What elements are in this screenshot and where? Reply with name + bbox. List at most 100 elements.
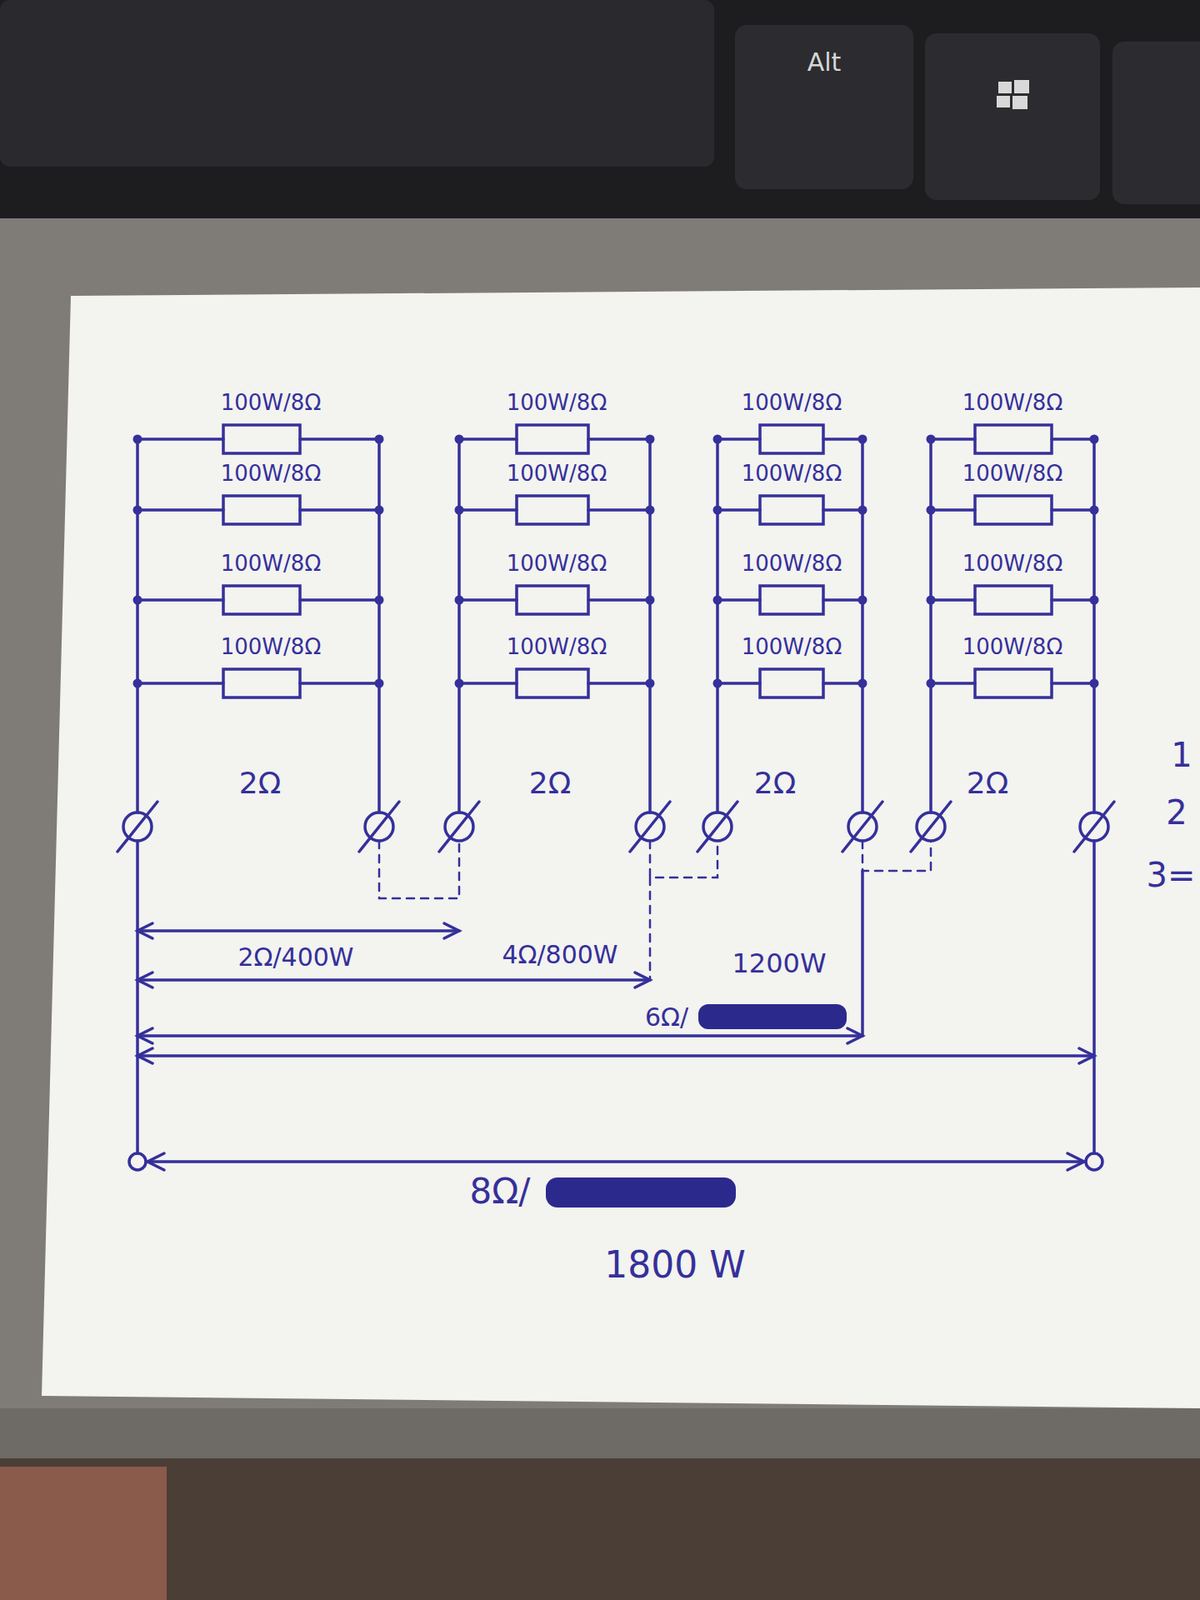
rail	[715, 439, 720, 813]
arrowhead	[137, 1028, 153, 1044]
resistor-label: 100W/8Ω	[739, 461, 845, 486]
wire	[300, 681, 380, 685]
wire	[717, 598, 760, 602]
resistor-label: 100W/8Ω	[504, 390, 610, 415]
wire	[823, 508, 863, 512]
wire	[459, 681, 517, 685]
rail	[929, 439, 933, 813]
resistor-symbol	[516, 585, 589, 615]
output-wire	[1092, 840, 1096, 1154]
junction-dot	[375, 435, 385, 445]
rating-label: 6Ω/	[642, 1003, 691, 1031]
wire	[823, 598, 863, 602]
junction-dot	[133, 595, 143, 605]
junction-dot	[926, 435, 936, 445]
keyboard-key	[1112, 41, 1200, 205]
wire	[300, 437, 380, 441]
windows-logo	[996, 80, 1030, 110]
paper-sheet	[41, 287, 1200, 1409]
junction-dot	[133, 679, 143, 689]
resistor-label: 100W/8Ω	[218, 461, 325, 486]
arrowhead	[1079, 1048, 1095, 1064]
wire	[1051, 508, 1095, 512]
junction-dot	[1090, 505, 1100, 515]
dashed-link	[379, 840, 460, 899]
junction-dot	[713, 595, 723, 605]
wire	[588, 508, 650, 512]
output-terminal	[1085, 1153, 1103, 1170]
bank-resistance: 2Ω	[964, 766, 1011, 800]
resistor-symbol	[760, 669, 824, 698]
resistor-label: 100W/8Ω	[960, 461, 1066, 486]
wire	[588, 437, 650, 441]
wire	[930, 437, 975, 441]
margin-number: 2	[1163, 794, 1190, 831]
rating-label: 4Ω/800W	[499, 940, 620, 969]
junction-dot	[713, 435, 723, 445]
resistor-label: 100W/8Ω	[218, 551, 325, 576]
keyboard-key	[0, 0, 715, 167]
dashed-link	[649, 877, 652, 980]
terminal-symbols	[117, 801, 1115, 852]
junction-dot	[713, 505, 723, 515]
dashed-link	[862, 840, 931, 871]
junction-dot	[1090, 435, 1100, 445]
rail	[457, 439, 461, 813]
circuit	[117, 425, 1115, 1170]
resistor-symbol	[223, 495, 300, 525]
arrowhead	[147, 1153, 165, 1170]
keyboard	[0, 0, 1200, 219]
wire	[717, 681, 760, 685]
rail	[860, 439, 865, 813]
rating-label: 8Ω/	[467, 1172, 534, 1211]
rail	[135, 439, 140, 813]
wire	[137, 598, 224, 602]
wire	[137, 681, 224, 685]
arrowhead	[137, 972, 153, 988]
wire	[588, 598, 650, 602]
junction-dot	[926, 505, 936, 515]
resistor-label: 100W/8Ω	[218, 390, 325, 415]
junction-dot	[455, 505, 465, 515]
dashed-link	[650, 840, 718, 878]
wire	[1051, 437, 1095, 441]
junction-dot	[375, 505, 385, 515]
wire	[1051, 598, 1095, 602]
junction-dot	[455, 595, 465, 605]
terminal-slash	[697, 801, 738, 852]
output-terminal	[129, 1153, 146, 1170]
rail	[648, 439, 652, 813]
counter-edge	[0, 1408, 1200, 1459]
rating-label: 1200W	[729, 949, 829, 979]
arrowhead	[444, 923, 460, 939]
junction-dot	[645, 505, 655, 515]
junction-dot	[455, 435, 465, 445]
logo-pane	[1012, 95, 1028, 110]
terminal-slash	[910, 801, 951, 852]
dimension-arrow	[137, 1054, 1095, 1058]
resistor-symbol	[223, 585, 300, 615]
resistor-symbol	[223, 669, 300, 698]
resistor-label: 100W/8Ω	[504, 635, 610, 660]
arrowhead	[847, 1028, 863, 1044]
rating-label: 2Ω/400W	[235, 943, 356, 971]
resistor-label: 100W/8Ω	[739, 390, 845, 415]
resistor-label: 100W/8Ω	[960, 390, 1066, 415]
junction-dot	[1090, 679, 1100, 689]
bank-resistance: 2Ω	[751, 766, 799, 800]
junction-dot	[858, 505, 868, 515]
scribble	[545, 1177, 736, 1208]
dimension-arrow	[147, 1160, 1085, 1164]
keyboard-key	[925, 33, 1100, 200]
wire	[459, 598, 517, 602]
resistor-symbol	[760, 495, 824, 525]
junction-dot	[713, 679, 723, 689]
bank-resistance: 2Ω	[236, 766, 284, 800]
dimension-arrow	[137, 978, 650, 982]
junction-dot	[645, 595, 655, 605]
wire	[930, 598, 975, 602]
resistor-symbol	[975, 495, 1052, 525]
logo-pane	[996, 95, 1010, 108]
wire	[717, 437, 760, 441]
arrowhead	[1067, 1153, 1085, 1170]
